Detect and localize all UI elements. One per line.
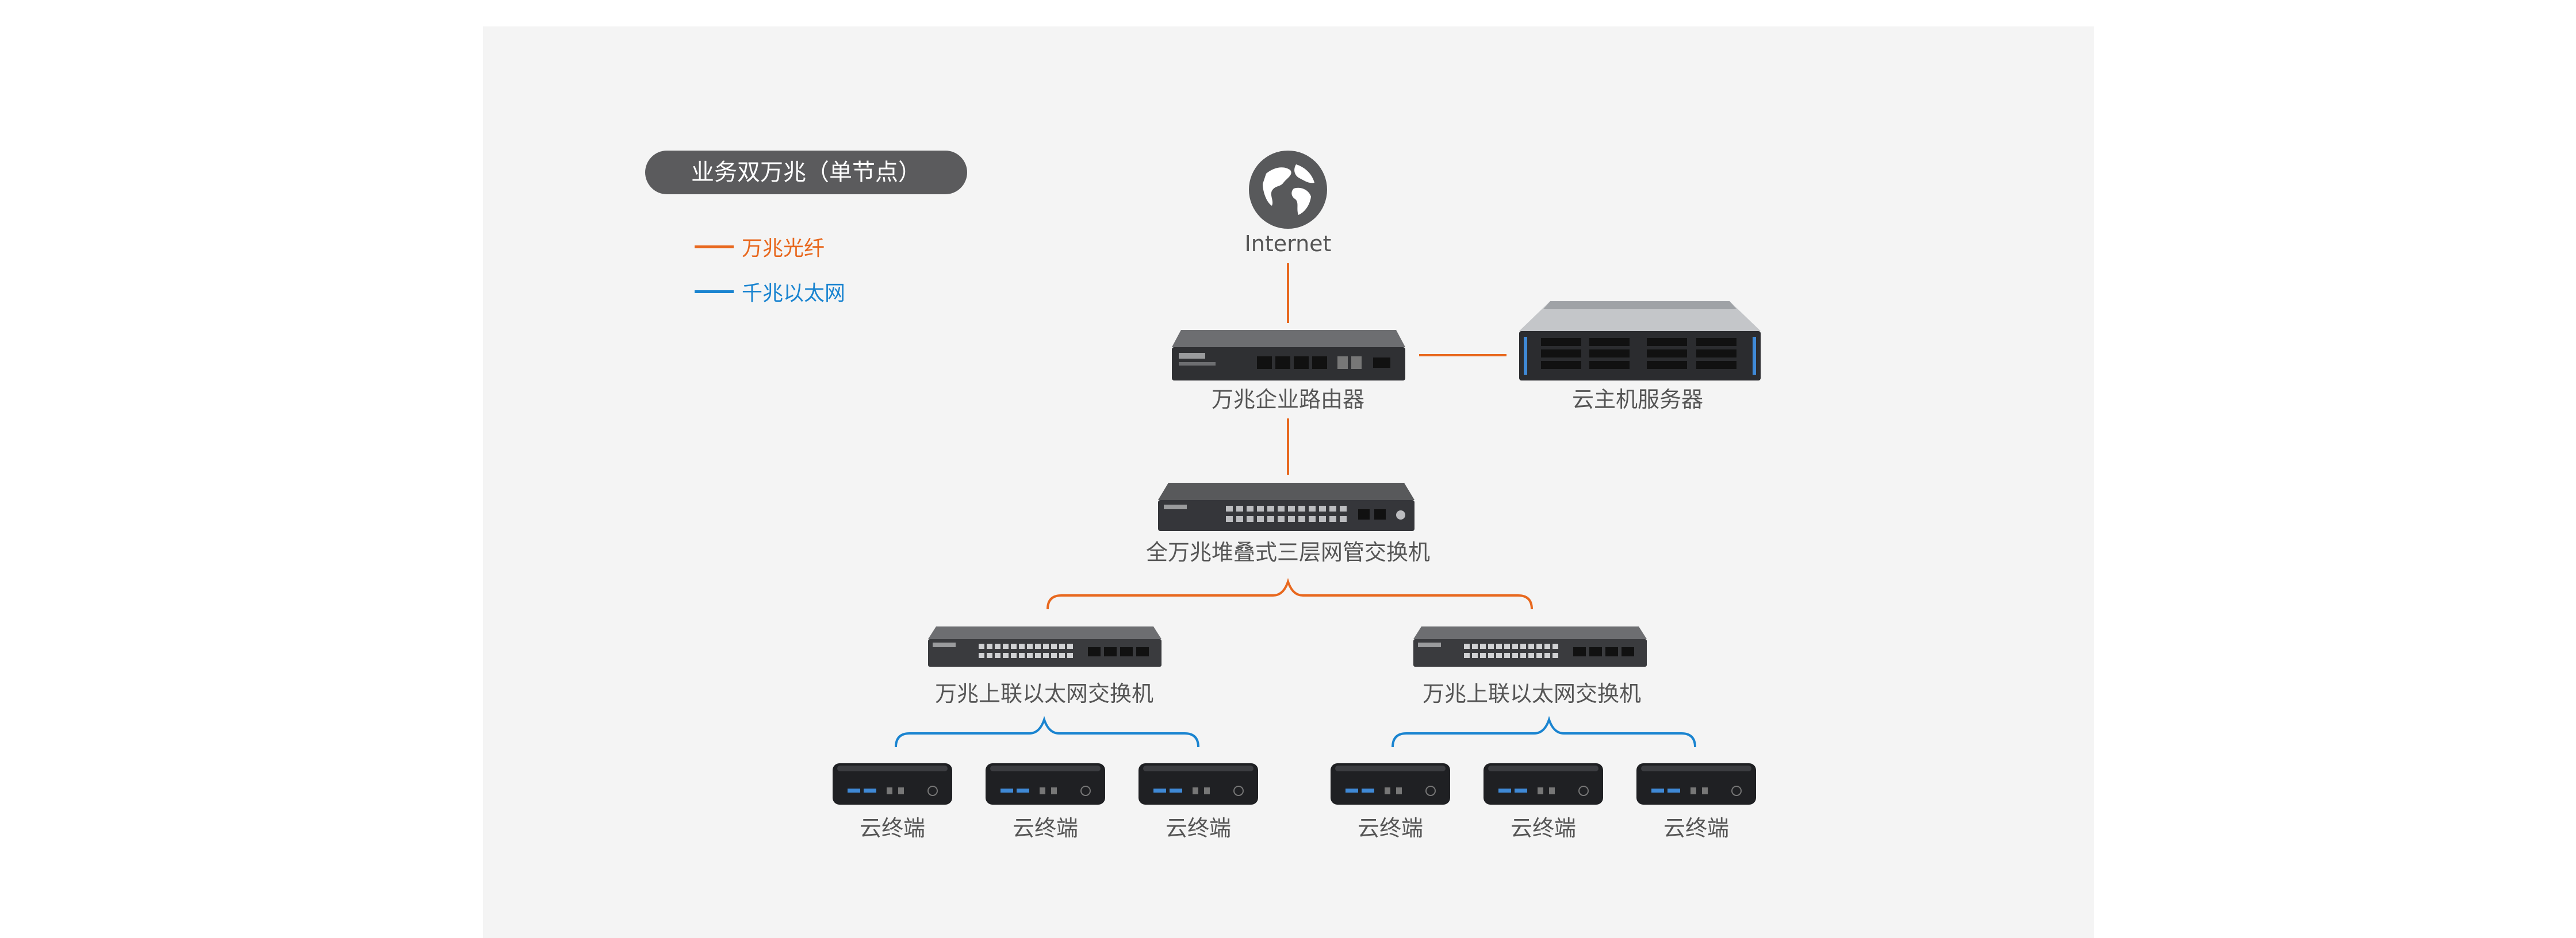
node-label-terminal-6: 云终端 [1663, 816, 1730, 841]
node-label-terminal-2: 云终端 [1012, 816, 1079, 841]
switch-icon [1158, 483, 1414, 531]
node-label-terminal-5: 云终端 [1510, 816, 1577, 841]
server-icon [1519, 301, 1761, 380]
node-label-access-switch-left: 万兆上联以太网交换机 [934, 681, 1154, 706]
terminal-icon [833, 763, 952, 805]
diagram-title: 业务双万兆（单节点） [645, 151, 967, 194]
node-label-server: 云主机服务器 [1571, 387, 1704, 412]
legend-item-fiber: 万兆光纤 [695, 232, 825, 261]
terminal-icon [1636, 763, 1756, 805]
legend-swatch-fiber [695, 245, 734, 248]
node-label-router: 万兆企业路由器 [1211, 387, 1365, 412]
switch-icon [928, 626, 1162, 667]
legend-label-fiber: 万兆光纤 [742, 237, 825, 260]
globe-icon [1249, 151, 1327, 229]
node-label-internet: Internet [1244, 231, 1332, 256]
node-label-terminal-4: 云终端 [1357, 816, 1424, 841]
node-label-core-switch: 全万兆堆叠式三层网管交换机 [1145, 540, 1431, 565]
node-label-access-switch-right: 万兆上联以太网交换机 [1422, 681, 1642, 706]
brace-access-right-to-terminals [1392, 716, 1696, 748]
terminal-icon [1331, 763, 1450, 805]
terminal-icon [1483, 763, 1603, 805]
terminal-icon [1138, 763, 1258, 805]
terminal-icon [986, 763, 1105, 805]
legend-swatch-ethernet [695, 290, 734, 293]
brace-access-left-to-terminals [895, 716, 1199, 748]
legend-item-ethernet: 千兆以太网 [695, 277, 845, 306]
legend-label-ethernet: 千兆以太网 [742, 282, 846, 305]
router-icon [1172, 330, 1405, 380]
node-label-terminal-1: 云终端 [859, 816, 926, 841]
node-label-terminal-3: 云终端 [1165, 816, 1232, 841]
switch-icon [1413, 626, 1647, 667]
brace-core-to-access [1046, 578, 1533, 610]
